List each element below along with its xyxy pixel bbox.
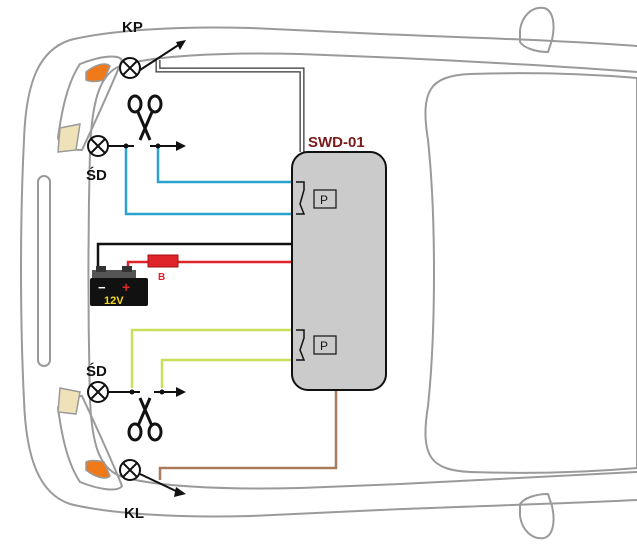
grille	[37, 175, 51, 367]
windshield	[424, 72, 637, 474]
wire-kp	[155, 60, 305, 152]
wire-yg-1	[130, 328, 298, 388]
car-body	[20, 6, 637, 540]
indicator-bottom	[85, 459, 111, 479]
scissors-bottom-icon	[127, 397, 163, 442]
wire-black	[96, 242, 294, 272]
lamp-kp-icon	[119, 57, 141, 79]
wire-yg-2	[160, 358, 298, 388]
wire-brown	[158, 390, 338, 480]
battery-plus: +	[122, 279, 130, 295]
headlight-housing-bottom	[56, 394, 124, 491]
wire-blue-1	[156, 148, 298, 184]
hood-line	[87, 52, 637, 490]
battery: − + 12V	[90, 266, 148, 307]
indicator-top	[85, 63, 111, 83]
wire-kp-inner	[156, 60, 304, 152]
wire-blue-2	[124, 148, 298, 216]
wire-sd-top-arrow	[176, 141, 186, 151]
headlight-housing-top	[56, 55, 124, 152]
relay-bottom-contact	[296, 329, 306, 361]
module-title: SWD-01	[308, 134, 365, 151]
wire-sd-bottom-arrow	[176, 387, 186, 397]
label-kl: KL	[124, 505, 144, 522]
mirror-bottom	[519, 492, 555, 540]
mirror-top	[519, 6, 555, 54]
relay-bottom-box	[313, 335, 337, 355]
lamp-kl-icon	[119, 459, 141, 481]
label-sd-bottom: ŚD	[86, 362, 107, 380]
lamp-sd-bottom-icon	[87, 381, 109, 403]
headlight-top	[57, 123, 81, 153]
switch-kp	[139, 43, 181, 71]
fuse	[147, 254, 179, 268]
relay-top-label: P	[320, 193, 328, 207]
lamp-sd-top-icon	[87, 135, 109, 157]
switch-kl-arrow	[174, 487, 186, 497]
switch-kp-arrow	[176, 40, 186, 50]
fuse-label: B	[158, 272, 165, 283]
label-kp: KP	[122, 19, 143, 36]
battery-minus: −	[98, 280, 106, 295]
module-box	[291, 151, 387, 391]
headlight-bottom	[57, 387, 81, 415]
switch-kl	[139, 473, 179, 493]
relay-top-contact	[296, 181, 306, 215]
scissors-top-icon	[127, 94, 163, 141]
relay-bottom-label: P	[320, 339, 328, 353]
relay-top-box	[313, 189, 337, 209]
battery-voltage: 12V	[104, 295, 124, 307]
car-outline	[20, 26, 637, 518]
label-sd-top: ŚD	[86, 166, 107, 184]
